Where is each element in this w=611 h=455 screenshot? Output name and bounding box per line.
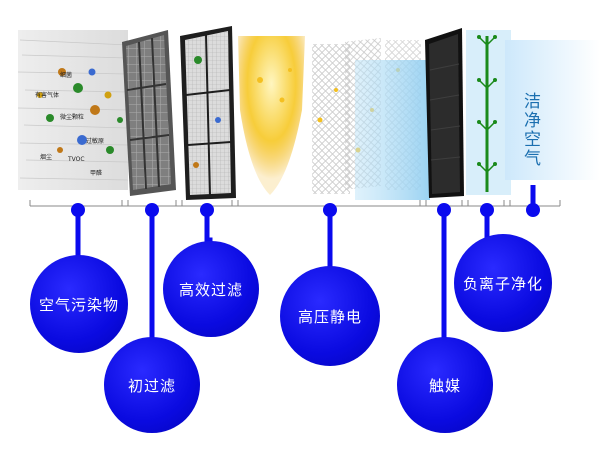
marker-pollutants	[71, 203, 85, 217]
pollutant-label: TVOC	[68, 156, 85, 163]
electrostatic-zone	[238, 36, 430, 200]
stage-circle-catalyst: 触媒	[397, 337, 493, 433]
stage-circle-electrostatic: 高压静电	[280, 266, 380, 366]
timeline-baseline	[29, 200, 561, 207]
pollutant-label: 有害气体	[35, 92, 60, 99]
stage-circle-hepa: 高效过滤	[163, 241, 259, 337]
clean-air-label: 洁净空气	[520, 92, 540, 168]
stage-circle-pollutants: 空气污染物	[30, 255, 128, 353]
hepa-filter-panel	[180, 26, 236, 200]
clean-air-glow	[505, 40, 600, 180]
catalyst-filter-panel	[425, 28, 464, 198]
marker-hepa	[200, 203, 214, 217]
marker-negative-ion	[480, 203, 494, 217]
stage-markers	[71, 203, 540, 217]
stage-circle-negative-ion: 负离子净化	[454, 234, 552, 332]
pollutant-label: 过敏原	[86, 138, 105, 145]
marker-electrostatic	[323, 203, 337, 217]
pollutant-particles	[37, 68, 123, 154]
pollutant-label: 烟尘	[40, 154, 53, 161]
polluted-air-streaks	[17, 30, 129, 190]
marker-pre-filter	[145, 203, 159, 217]
pollutant-label: 甲醛	[90, 170, 103, 177]
stage-circle-pre-filter: 初过滤	[104, 337, 200, 433]
pollutant-label: 微尘颗粒	[60, 114, 85, 121]
marker-clean-air	[526, 203, 540, 217]
negative-ion-emitter	[466, 30, 511, 195]
marker-catalyst	[437, 203, 451, 217]
pollutant-label: 细菌	[60, 72, 73, 79]
pre-filter-panel	[122, 30, 176, 196]
